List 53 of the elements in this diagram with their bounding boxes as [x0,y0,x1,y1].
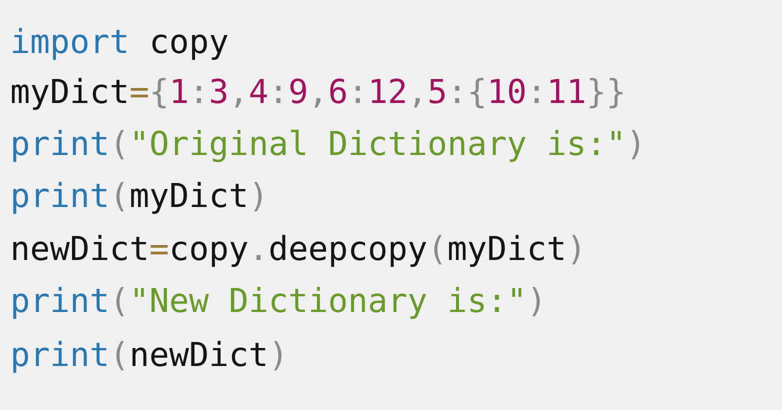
label: deepcopy [270,234,426,267]
label: . [256,255,261,260]
label: 11 [550,78,584,104]
label: ) [274,340,282,370]
label: 10 [490,78,525,104]
label: ( [116,130,124,160]
label: 9 [290,78,306,104]
label: : [276,86,280,104]
label: 5 [430,78,445,104]
label: 3 [211,78,226,104]
label: ) [572,234,580,264]
code-line: print ( myDict ) [13,182,262,214]
label: myDict [449,234,564,267]
label: { [470,78,484,108]
code-line: newDict=copy . deepcopy ( myDict ) [13,234,580,267]
label: : [356,86,360,104]
code-line: print ( newDict ) [13,340,282,373]
label: 6 [330,78,346,104]
label: ( [116,182,124,212]
label: "New Dictionary is:" [134,286,522,319]
label: "Original Dictionary is:" [134,130,621,162]
code-line: myDict={ 1 : 3 , 4 : 9 , 6 : 12 , 5 : { 10 : 11 }} [12,78,623,110]
label: ( [116,340,124,370]
label: = [130,88,148,98]
label: ) [532,286,540,316]
label: ) [254,182,262,212]
code-line: print ( "Original Dictionary is:" ) [13,130,640,162]
label: myDict [12,78,126,110]
label: newDict [132,340,266,366]
label: copy [172,242,248,267]
label: }} [590,78,623,108]
label: : [534,86,539,104]
label: newDict [13,234,146,260]
label: , [414,98,420,108]
code-line: import copy [13,28,228,60]
label: ( [116,286,124,316]
label: ) [632,130,640,160]
label: , [235,98,241,108]
label: 12 [372,78,405,104]
label: : [455,86,460,104]
label: print [13,130,106,162]
label: 1 [173,78,187,104]
label: print [13,286,106,319]
label: : [196,86,201,104]
code-line: print ( "New Dictionary is:" ) [13,286,540,319]
label: = [150,245,168,254]
label: , [314,98,320,108]
label: ( [434,234,442,264]
label: 4 [250,78,267,104]
label: print [13,182,106,214]
label: print [13,340,106,373]
label: { [152,78,166,108]
label: myDict [131,182,246,214]
